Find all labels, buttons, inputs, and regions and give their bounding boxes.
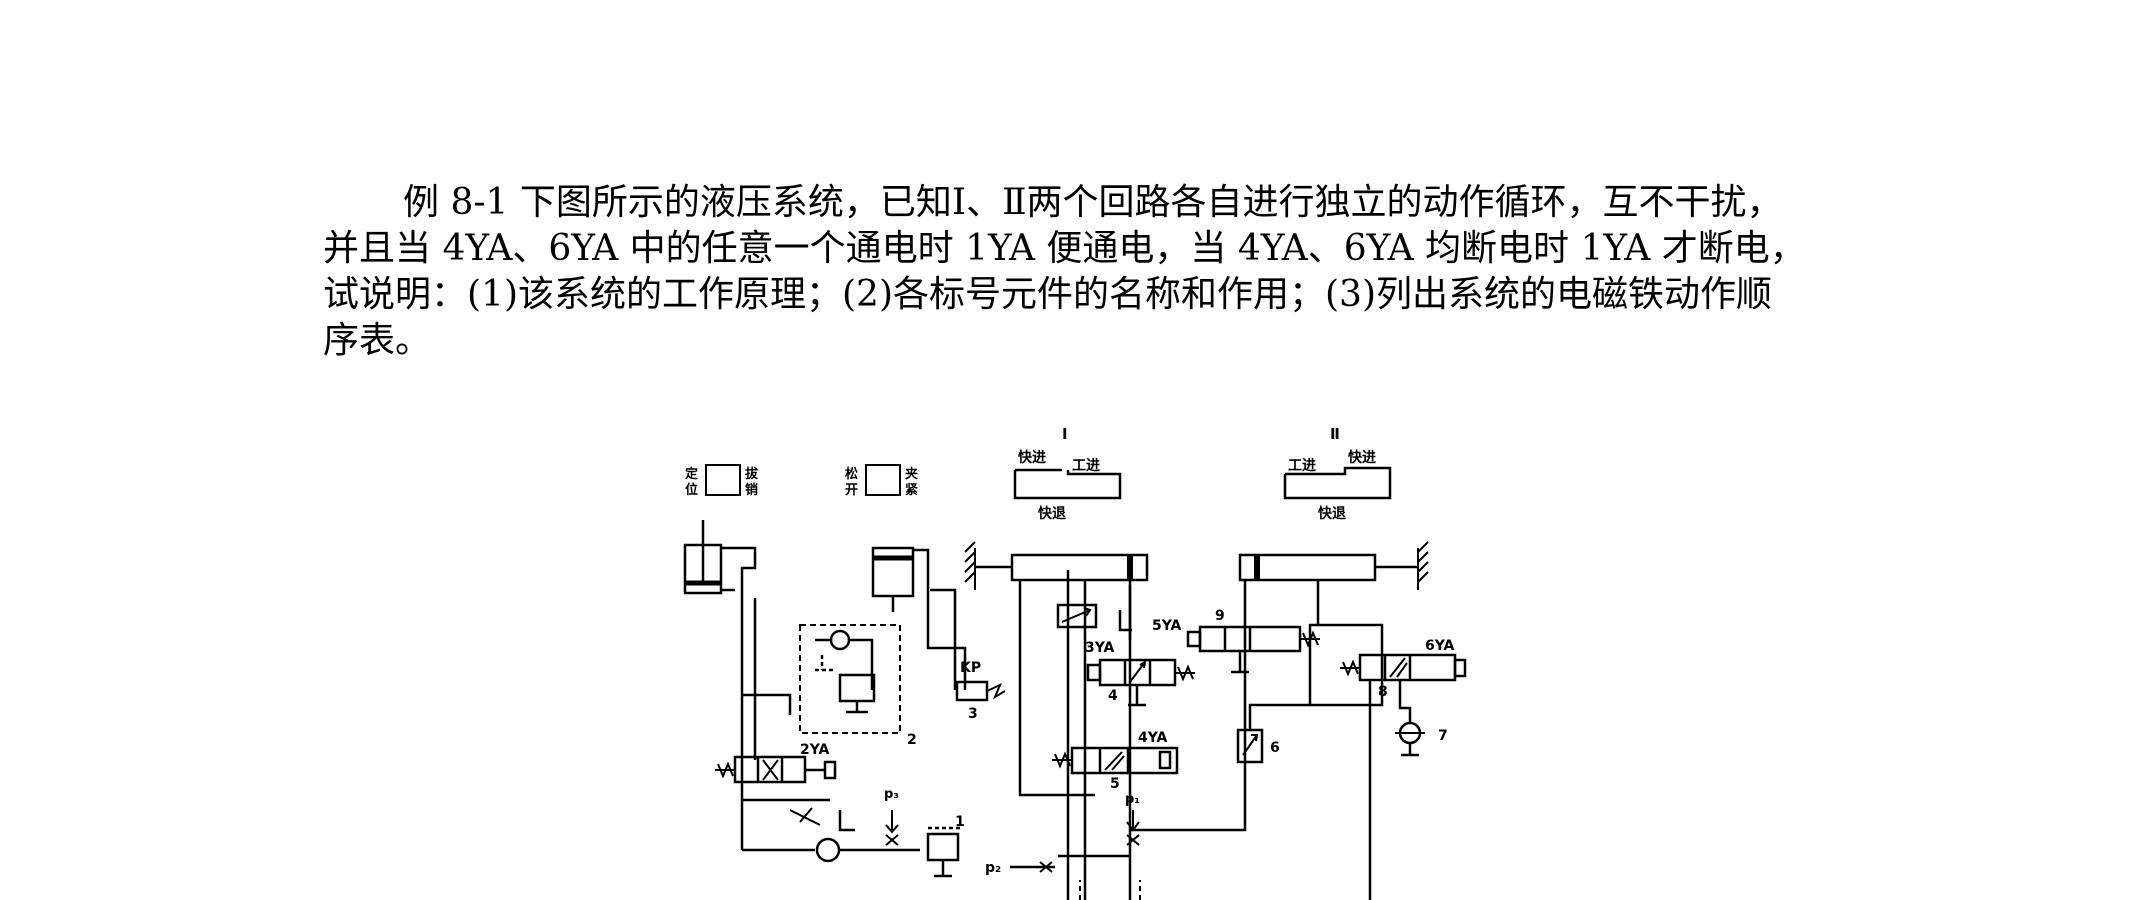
loop1-fast-back-label: 快退 bbox=[1038, 505, 1066, 522]
label-p1: p₁ bbox=[1125, 792, 1140, 807]
pipe-clamp bbox=[913, 548, 967, 690]
loop2-cylinder bbox=[1238, 541, 1429, 590]
loop2-work-in-label: 工进 bbox=[1288, 458, 1316, 474]
problem-line-2: 并且当 4YA、6YA 中的任意一个通电时 1YA 便通电，当 4YA、6YA … bbox=[323, 228, 1806, 269]
pin-pull-label-a: 拔 bbox=[745, 466, 759, 482]
loop2-label: Ⅱ bbox=[1330, 425, 1340, 443]
pressure-switch-3: KP 3 bbox=[955, 660, 1006, 722]
clamp-cycle-diagram: 松 开 夹 紧 bbox=[845, 464, 918, 498]
valve-9-5ya: 5YA 9 bbox=[1152, 608, 1320, 674]
loop2-fast-in-label: 快进 bbox=[1348, 449, 1376, 466]
label-5: 5 bbox=[1110, 776, 1120, 792]
clamp-cylinder bbox=[871, 546, 915, 612]
label-3ya: 3YA bbox=[1085, 640, 1115, 656]
unclamp-label-b: 开 bbox=[845, 483, 858, 498]
label-9: 9 bbox=[1215, 608, 1225, 624]
label-4: 4 bbox=[1108, 688, 1118, 704]
label-kp: KP bbox=[960, 660, 981, 676]
label-6ya: 6YA bbox=[1425, 638, 1455, 654]
loop1-fast-in-label: 快进 bbox=[1018, 449, 1046, 466]
valve-8-6ya: 6YA 8 bbox=[1308, 623, 1467, 900]
loop1-label: Ⅰ bbox=[1062, 425, 1068, 443]
loop1-cycle-diagram: 快进 工进 快退 bbox=[1013, 449, 1122, 522]
valve-4-3ya: 3YA 4 bbox=[1085, 640, 1195, 707]
pin-pull-label-b: 销 bbox=[745, 482, 758, 498]
label-7: 7 bbox=[1438, 728, 1448, 744]
unclamp-label-a: 松 bbox=[845, 466, 858, 482]
loop2-fast-back-label: 快退 bbox=[1318, 505, 1346, 522]
loop1-work-in-label: 工进 bbox=[1072, 458, 1100, 474]
label-4ya: 4YA bbox=[1138, 730, 1168, 746]
label-6: 6 bbox=[1270, 740, 1280, 756]
label-5ya: 5YA bbox=[1152, 618, 1182, 634]
clamp-label-a: 夹 bbox=[905, 466, 918, 482]
label-2ya: 2YA bbox=[800, 742, 830, 758]
problem-line-3: 试说明：(1)该系统的工作原理；(2)各标号元件的名称和作用；(3)列出系统的电… bbox=[323, 274, 1772, 315]
loop1-cylinder bbox=[964, 541, 1149, 590]
label-p3: p₃ bbox=[884, 787, 899, 802]
valve-2-assembly: 2 bbox=[799, 624, 917, 748]
label-3: 3 bbox=[968, 706, 978, 722]
problem-line-4: 序表。 bbox=[323, 320, 432, 361]
positioning-cylinder bbox=[683, 520, 723, 595]
positioning-label-b: 位 bbox=[685, 482, 698, 498]
valve-5-4ya: 4YA 5 bbox=[1052, 730, 1179, 792]
valve-1: 1 bbox=[926, 814, 965, 878]
valve-2ya: 2YA bbox=[715, 742, 837, 784]
label-8: 8 bbox=[1378, 684, 1388, 700]
positioning-label-a: 定 bbox=[684, 466, 698, 482]
loop2-cycle-diagram: 工进 快进 快退 bbox=[1283, 449, 1392, 522]
label-p2: p₂ bbox=[985, 860, 1001, 876]
label-2: 2 bbox=[907, 732, 917, 748]
loop1-throttle-valve bbox=[1056, 603, 1132, 632]
clamp-label-b: 紧 bbox=[905, 483, 918, 498]
problem-line-1: 例 8-1 下图所示的液压系统，已知Ⅰ、Ⅱ两个回路各自进行独立的动作循环，互不干… bbox=[403, 182, 1783, 223]
problem-statement: 例 8-1 下图所示的液压系统，已知Ⅰ、Ⅱ两个回路各自进行独立的动作循环，互不干… bbox=[323, 180, 1863, 364]
positioning-cycle-diagram: 定 位 拔 销 bbox=[684, 464, 759, 498]
pipe-left-main bbox=[721, 546, 757, 850]
check-valve-7: 7 bbox=[1395, 721, 1448, 757]
label-1: 1 bbox=[955, 814, 965, 830]
